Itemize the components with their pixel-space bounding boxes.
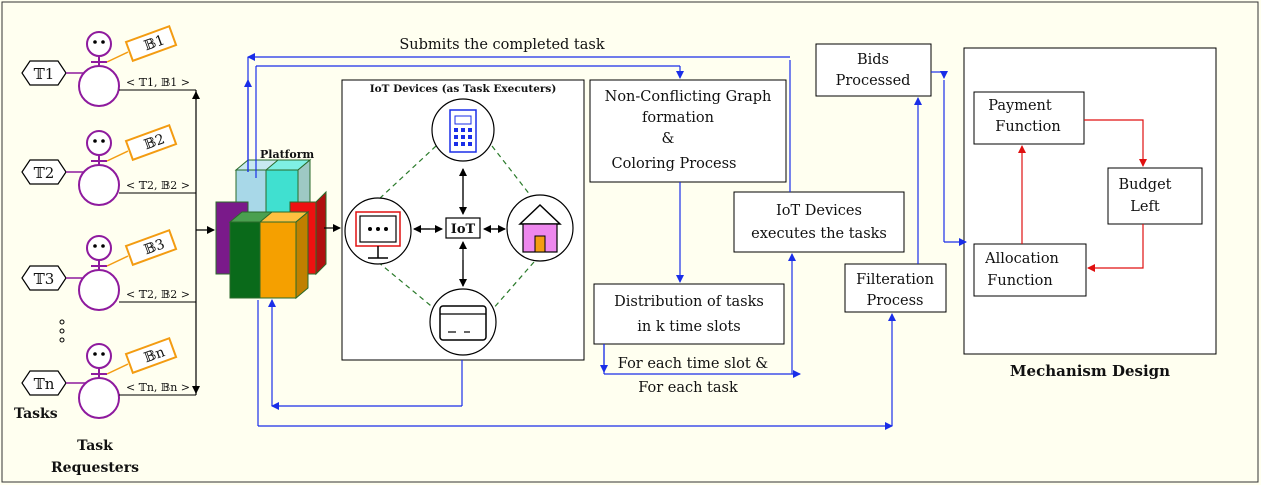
executes-text-2: executes the tasks xyxy=(751,226,887,242)
bids-text-2: Processed xyxy=(836,73,911,89)
task-label: 𝕋1 xyxy=(34,65,55,83)
iot-dashed-links xyxy=(377,145,535,311)
blue-flow-arrows xyxy=(244,53,967,430)
allocation-function-box xyxy=(973,243,1087,297)
distribution-text-1: Distribution of tasks xyxy=(614,294,764,310)
platform-cubes: Platform xyxy=(215,148,327,300)
smiley-face-icon xyxy=(86,130,112,156)
house-icon xyxy=(518,203,562,253)
task-label: 𝕋3 xyxy=(34,270,55,288)
bid-label: 𝔹n xyxy=(142,344,167,366)
iot-devices-title: IoT Devices (as Task Executers) xyxy=(370,83,557,95)
pair-label: < 𝕋n, 𝔹n > xyxy=(126,381,190,394)
iot-hub-label: IoT xyxy=(451,222,476,237)
smiley-face-icon xyxy=(86,31,112,57)
requester-n: 𝕋n 𝔹n < 𝕋n, 𝔹n > xyxy=(21,336,196,419)
task-label: 𝕋2 xyxy=(34,164,55,182)
bids-processed-box xyxy=(815,43,932,97)
requester-body xyxy=(78,377,120,419)
iot-hub-arrows xyxy=(413,168,506,287)
submits-label: Submits the completed task xyxy=(399,37,604,53)
allocation-text-2: Function xyxy=(987,273,1052,289)
payment-function-box xyxy=(973,91,1085,145)
task-requesters-label-2: Requesters xyxy=(51,460,139,476)
foreach-text-2: For each task xyxy=(638,380,738,396)
requester-1: 𝕋1 𝔹1 < 𝕋1, 𝔹1 > xyxy=(21,24,196,107)
executes-text-1: IoT Devices xyxy=(776,203,862,219)
bid-tag: 𝔹1 xyxy=(124,24,178,63)
payment-text-1: Payment xyxy=(988,98,1052,114)
distribution-text-2: in k time slots xyxy=(637,319,740,335)
bid-tag: 𝔹3 xyxy=(124,228,178,267)
requester-2: 𝕋2 𝔹2 < 𝕋2, 𝔹2 > xyxy=(21,123,196,206)
bid-label: 𝔹3 xyxy=(142,236,167,258)
distribution-box xyxy=(593,283,785,345)
bid-tag: 𝔹2 xyxy=(124,123,178,162)
ellipsis-dots xyxy=(59,319,65,343)
pair-label: < 𝕋2, 𝔹2 > xyxy=(126,288,190,301)
bids-text-1: Bids xyxy=(857,52,889,68)
graph-text-3: & xyxy=(662,131,675,147)
requester-3: 𝕋3 𝔹3 < 𝕋2, 𝔹2 > xyxy=(21,228,196,311)
filter-text-1: Filteration xyxy=(856,272,934,288)
pair-label: < 𝕋2, 𝔹2 > xyxy=(126,179,190,192)
platform-label: Platform xyxy=(260,148,315,161)
monitor-icon xyxy=(355,211,401,259)
tasks-label: Tasks xyxy=(14,406,58,422)
requester-body xyxy=(78,65,120,107)
filter-text-2: Process xyxy=(866,293,923,309)
payment-text-2: Function xyxy=(995,119,1060,135)
smiley-face-icon xyxy=(86,343,112,369)
budget-left-box xyxy=(1107,167,1203,225)
requester-body xyxy=(78,164,120,206)
foreach-text-1: For each time slot & xyxy=(618,356,768,372)
budget-text-1: Budget xyxy=(1119,177,1172,193)
building-icon xyxy=(449,109,477,153)
pair-label: < 𝕋1, 𝔹1 > xyxy=(126,76,190,89)
requester-body xyxy=(78,269,120,311)
graph-formation-box xyxy=(589,79,787,183)
task-requesters-label-1: Task xyxy=(77,438,113,454)
filteration-box xyxy=(844,263,947,313)
graph-text-4: Coloring Process xyxy=(612,156,737,172)
allocation-text-1: Allocation xyxy=(984,251,1059,267)
mechanism-red-arrows xyxy=(1018,119,1147,272)
budget-text-2: Left xyxy=(1130,199,1160,215)
bid-label: 𝔹2 xyxy=(142,131,167,153)
tablet-icon xyxy=(439,305,487,341)
mechanism-label: Mechanism Design xyxy=(1010,362,1170,380)
bid-tag: 𝔹n xyxy=(124,336,178,375)
bid-label: 𝔹1 xyxy=(142,32,167,54)
executes-box xyxy=(733,191,905,253)
graph-text-1: Non-Conflicting Graph xyxy=(605,89,772,105)
smiley-face-icon xyxy=(86,235,112,261)
iot-hub-box xyxy=(445,217,481,239)
task-label: 𝕋n xyxy=(34,375,55,393)
graph-text-2: formation xyxy=(642,110,714,126)
